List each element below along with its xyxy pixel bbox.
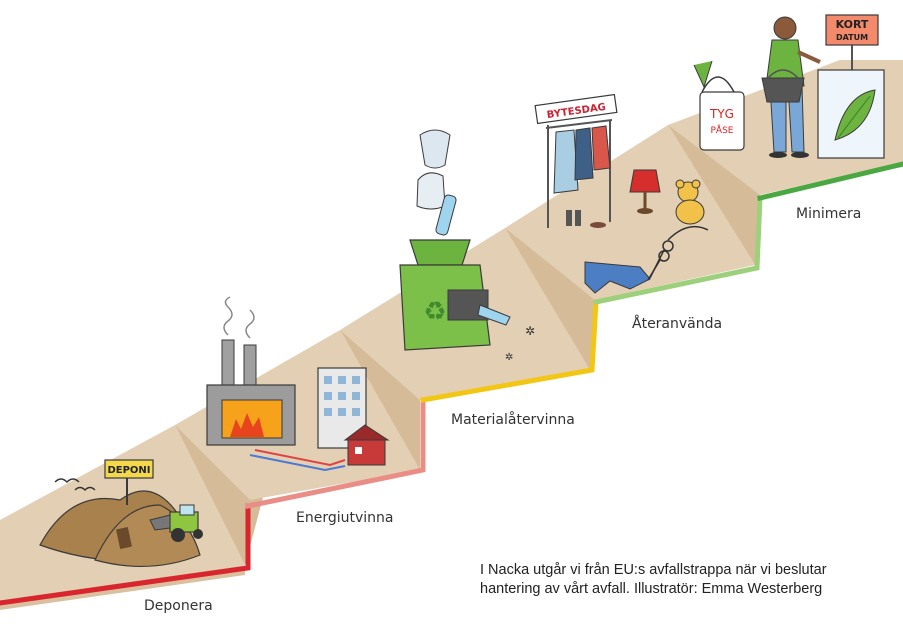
jeans-icon [584, 261, 651, 294]
shopper-person-icon [761, 16, 821, 158]
recycling-machine-illustration: ♻ ✲ ✲ [399, 129, 535, 363]
edge-line-deponera [0, 503, 251, 606]
hierarchy-edge-lines [0, 161, 903, 606]
edge-line-minimera [756, 161, 903, 202]
fridge-icon: KORT DATUM [817, 14, 885, 159]
step-label-ateranvanda: Återanvända [632, 316, 723, 332]
basket-icon [761, 77, 805, 103]
bytesdag-sign [534, 93, 618, 125]
step-ateranvanda-tread [505, 125, 755, 300]
step-label-materialatervinna: Materialåtervinna [451, 412, 575, 428]
tote-bag-icon: TYG PÅSE [693, 60, 745, 151]
edge-line-energiutvinna [245, 397, 426, 509]
reuse-illustration: BYTESDAG [534, 93, 709, 294]
svg-text:✲: ✲ [505, 352, 513, 363]
tote-bag-text-1: TYG [709, 107, 734, 121]
lamp-icon [629, 169, 661, 214]
tote-bag-text-2: PÅSE [711, 124, 734, 136]
recycle-icon: ♻ [423, 297, 446, 327]
energy-plant-illustration [206, 296, 390, 472]
fire-icon [230, 413, 264, 437]
kort-sign-text: KORT [836, 18, 869, 31]
red-house-icon [343, 424, 390, 466]
caption: I Nacka utgår vi från EU:s avfallstrappa… [480, 561, 900, 599]
step-label-minimera: Minimera [796, 206, 862, 222]
caption-line-2: hantering av vårt avfall. Illustratör: E… [480, 581, 823, 597]
birds-icon [54, 478, 96, 491]
scissors-icon [647, 225, 709, 281]
deponi-sign-text: DEPONI [107, 465, 150, 476]
tractor-icon [149, 504, 203, 542]
edge-line-ateranvanda [593, 195, 763, 305]
minimize-illustration: TYG PÅSE KORT DATUM [693, 14, 885, 159]
datum-sign-text: DATUM [836, 33, 868, 42]
deponi-sign [104, 459, 154, 479]
step-label-energiutvinna: Energiutvinna [296, 510, 394, 526]
step-label-deponera: Deponera [144, 598, 213, 614]
kort-datum-sign [825, 14, 879, 46]
sparkle-icon: ✲ [525, 324, 535, 338]
landfill-illustration: DEPONI [39, 459, 203, 568]
edge-line-materialatervinna [420, 299, 599, 403]
caption-line-1: I Nacka utgår vi från EU:s avfallstrappa… [480, 562, 827, 578]
teddy-bear-icon [675, 179, 705, 225]
